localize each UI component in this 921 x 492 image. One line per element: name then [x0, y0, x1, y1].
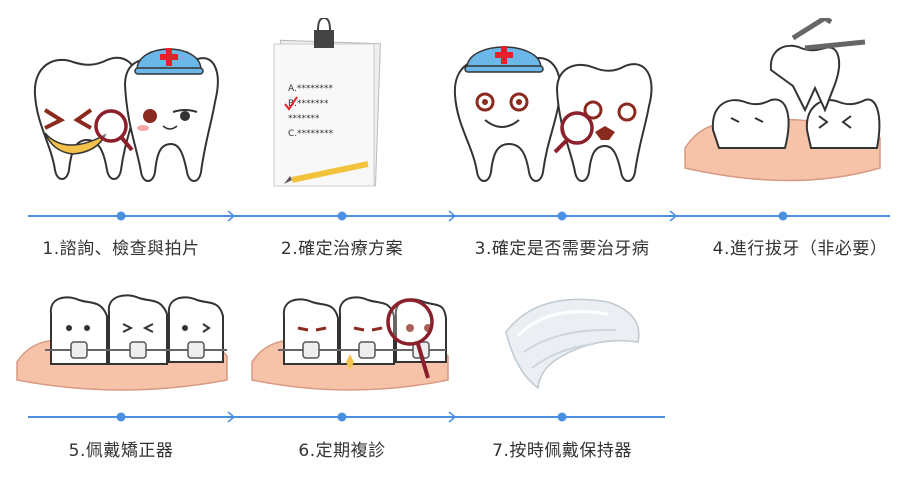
teeth-magnifier-diagnosis-icon	[453, 46, 653, 182]
step-3-label: 3.確定是否需要治牙病	[474, 239, 650, 259]
braces-teeth-icon	[16, 294, 228, 391]
svg-text:*******: *******	[288, 114, 320, 124]
timeline-arrow-1	[227, 210, 236, 222]
step-4-label: 4.進行拔牙（非必要）	[712, 239, 888, 259]
step-1-label: 1.諮詢、檢查與拍片	[42, 239, 200, 259]
svg-text:B.*******: B.*******	[288, 99, 329, 109]
step-5-label: 5.佩戴矯正器	[68, 441, 174, 461]
tooth-extraction-icon	[684, 18, 881, 182]
braces-checkup-magnifier-icon	[251, 296, 449, 391]
timeline-arrow-5	[448, 411, 457, 423]
svg-text:C.********: C.********	[288, 129, 334, 139]
timeline-arrow-4	[227, 411, 236, 423]
timeline-dot-2	[337, 211, 347, 221]
timeline-dot-3	[557, 211, 567, 221]
timeline-dot-6	[337, 412, 347, 422]
timeline-dot-7	[557, 412, 567, 422]
teeth-magnifier-consultation-icon	[33, 48, 219, 182]
step-2-label: 2.確定治療方案	[280, 239, 404, 259]
timeline-arrow-3	[669, 210, 678, 222]
timeline-dot-4	[778, 211, 788, 221]
timeline-dot-1	[116, 211, 126, 221]
clipboard-treatment-plan-icon: A.******** B.******* ******* C.********	[273, 18, 381, 187]
clear-retainer-icon	[505, 298, 640, 390]
step-7-label: 7.按時佩戴保持器	[492, 441, 632, 461]
timeline-arrow-2	[448, 210, 457, 222]
timeline-dot-5	[116, 412, 126, 422]
svg-text:A.********: A.********	[288, 84, 333, 94]
step-6-label: 6.定期複診	[298, 441, 386, 461]
